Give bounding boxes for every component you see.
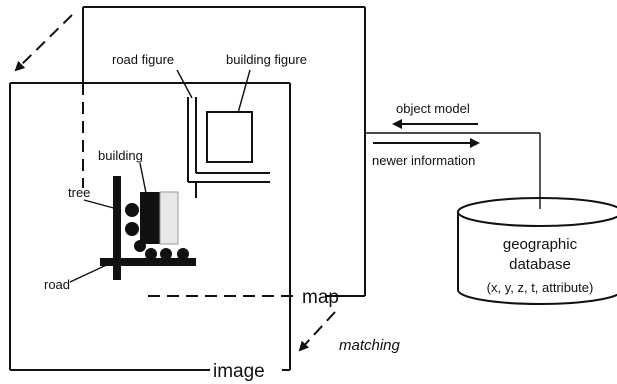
building-photo-dark — [140, 192, 160, 244]
building-figure-leader — [237, 69, 251, 114]
road-figure-leader — [176, 69, 193, 99]
tree-photo — [134, 240, 146, 252]
road-label: road — [44, 277, 70, 292]
image-frame — [9, 82, 291, 371]
map-label: map — [302, 287, 339, 308]
tree-photo — [177, 248, 189, 260]
building-leader — [139, 162, 147, 194]
tree-label: tree — [68, 185, 90, 200]
tree-photo — [125, 203, 139, 217]
building-photo-light — [159, 191, 179, 245]
road-figure-label: road figure — [112, 52, 174, 67]
map-frame — [82, 6, 366, 297]
road-photo-horizontal — [100, 258, 196, 266]
geographic-database — [457, 197, 617, 305]
building-figure — [206, 111, 253, 163]
matching-arrow — [298, 311, 336, 352]
matching-label: matching — [339, 337, 401, 354]
tree-photo — [125, 222, 139, 236]
building-label: building — [98, 148, 143, 163]
tree-photo — [145, 248, 157, 260]
database-name-line2: database — [509, 256, 571, 273]
tree-leader — [83, 199, 122, 211]
projection-arrow — [14, 14, 73, 72]
road-leader — [69, 261, 114, 283]
newer-information-label: newer information — [372, 153, 475, 168]
tree-photo — [160, 248, 172, 260]
road-photo-vertical — [113, 176, 121, 280]
object-model-label: object model — [396, 101, 470, 116]
database-attributes: (x, y, z, t, attribute) — [487, 280, 594, 295]
building-figure-label: building figure — [226, 52, 307, 67]
photo-objects — [100, 176, 196, 280]
database-name-line1: geographic — [503, 236, 578, 253]
database-link — [365, 119, 541, 209]
database-cylinder-top — [457, 197, 617, 227]
database-cylinder — [457, 212, 617, 305]
road-figure — [187, 97, 270, 198]
image-label: image — [213, 361, 265, 382]
